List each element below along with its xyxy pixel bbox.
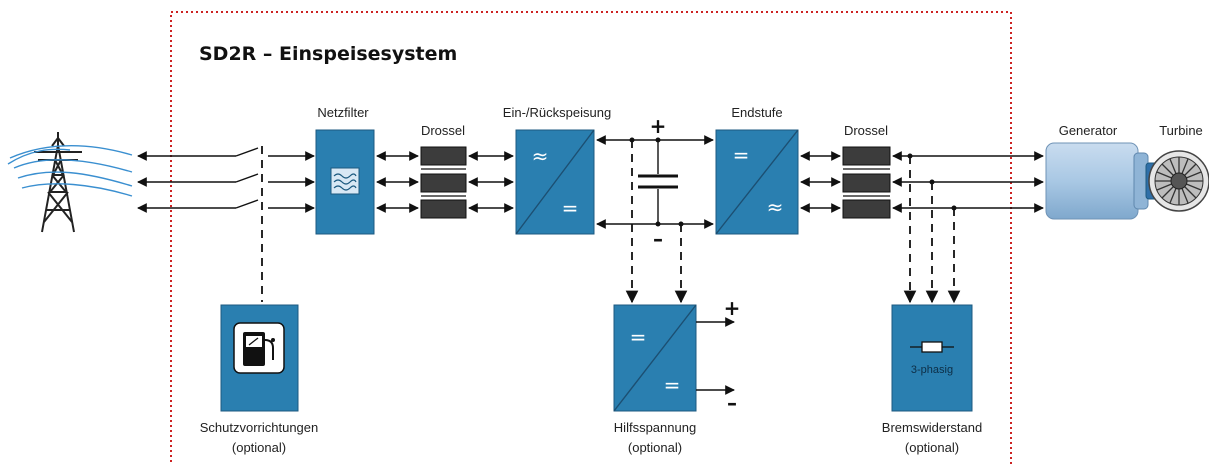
endstufe-dc-symbol: =: [733, 143, 750, 167]
dc-link-wiring: [596, 135, 714, 304]
brems-optional-label: (optional): [905, 440, 959, 455]
grid-wiring: [137, 146, 315, 302]
diagram-title: SD2R – Einspeisesystem: [199, 43, 457, 65]
choke-2: [842, 146, 891, 219]
hilfs-output-wiring: [696, 317, 735, 395]
power-tower-icon: [34, 132, 82, 233]
drossel-2-label: Drossel: [844, 123, 888, 138]
hilfs-plus-sign: +: [724, 296, 741, 320]
power-lines: [7, 145, 133, 197]
hilfs-minus-sign: –: [727, 391, 737, 415]
choke-1: [420, 146, 467, 219]
hilfs-optional-label: (optional): [628, 440, 682, 455]
system-boundary: [170, 11, 1012, 464]
generator: [1045, 142, 1165, 220]
dc-minus-sign: –: [653, 227, 663, 251]
brems-inner-label: 3-phasig: [911, 364, 953, 376]
hilfs-dc-in-symbol: =: [630, 325, 647, 349]
turbine-icon: [1148, 150, 1209, 212]
brems-label: Bremswiderstand: [882, 420, 982, 435]
brems-block: [891, 304, 973, 412]
ein-rueck-label: Ein-/Rückspeisung: [503, 105, 611, 120]
generator-label: Generator: [1059, 123, 1118, 138]
meter-icon: [233, 322, 285, 374]
hilfs-dc-out-symbol: =: [664, 373, 681, 397]
dc-symbol: =: [562, 196, 579, 220]
ac-symbol: ≈: [532, 144, 549, 168]
capacitor: [638, 174, 678, 189]
filter-icon: [330, 167, 360, 195]
drossel-1-label: Drossel: [421, 123, 465, 138]
endstufe-ac-symbol: ≈: [767, 195, 784, 219]
turbine-label: Turbine: [1159, 123, 1203, 138]
resistor-icon: [910, 341, 954, 353]
endstufe-label: Endstufe: [731, 105, 782, 120]
filter-to-choke-wiring: [376, 151, 514, 213]
dc-plus-sign: +: [650, 114, 667, 138]
schutz-optional-label: (optional): [232, 440, 286, 455]
netzfilter-label: Netzfilter: [317, 105, 369, 120]
hilfs-label: Hilfsspannung: [614, 420, 696, 435]
schutz-label: Schutzvorrichtungen: [200, 420, 319, 435]
endstufe-to-generator-wiring: [800, 151, 1044, 304]
